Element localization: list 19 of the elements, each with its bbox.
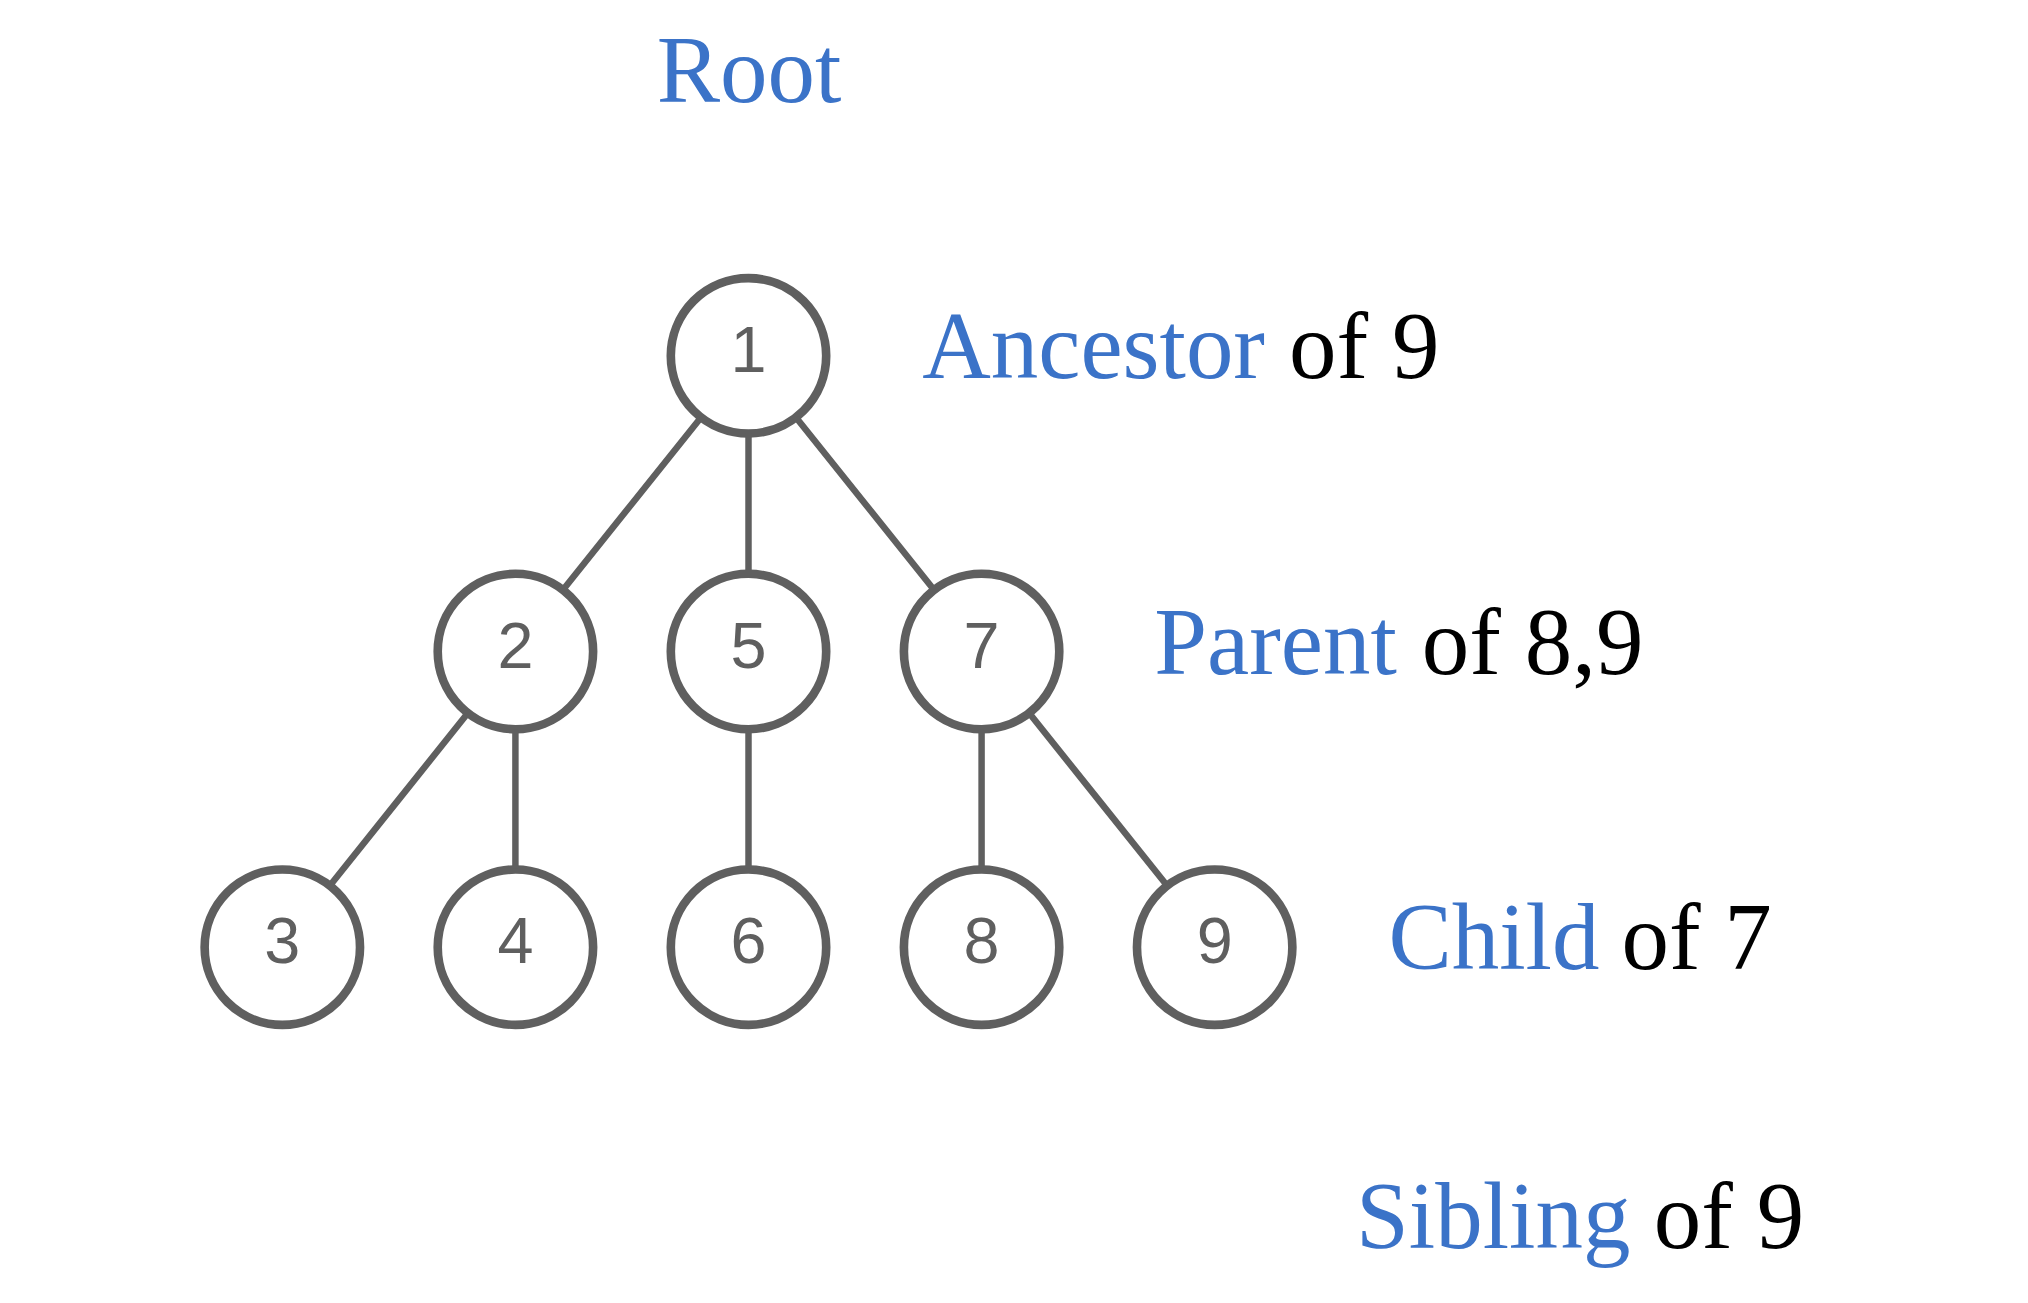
connector	[744, 433, 752, 573]
connector	[793, 415, 936, 592]
node-label: Parent of 8,9	[1153, 588, 1643, 695]
node-circle: 3	[199, 865, 364, 1030]
node-circle: 1	[666, 273, 830, 438]
node-label: Ancestor of 9	[921, 292, 1439, 399]
label: Child of 7	[1387, 884, 1772, 991]
connector	[326, 711, 470, 888]
connector	[1026, 711, 1170, 888]
node-circle: 4	[432, 865, 597, 1030]
label: Sibling of 9	[1355, 1162, 1804, 1269]
node-circle: 6	[666, 865, 830, 1030]
node-label: Root	[656, 16, 841, 123]
node-circle: 5	[666, 569, 830, 734]
connector	[560, 415, 703, 592]
node-circle: 8	[899, 865, 1064, 1030]
node-circle: 2	[432, 569, 597, 734]
node-circle: 9	[1132, 865, 1297, 1030]
node-circle: 7	[899, 569, 1064, 734]
